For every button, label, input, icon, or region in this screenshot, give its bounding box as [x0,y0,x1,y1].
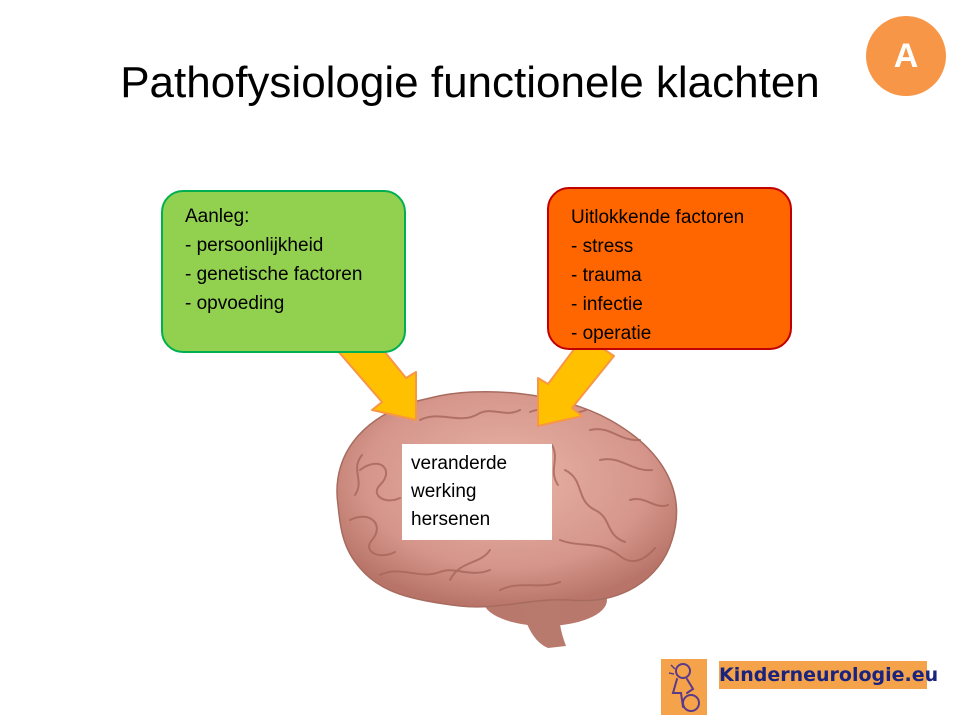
altered-brain-function-line: veranderde [411,453,508,474]
altered-brain-function-line: hersenen [411,509,491,530]
triggering-factors-box: Uitlokkende factoren - stress - trauma -… [547,187,792,350]
kinderneurologie-logo-text[interactable]: Kinderneurologie.eu [719,661,938,689]
triggering-factors-item: - stress [571,236,634,257]
predisposition-box: Aanleg: - persoonlijkheid - genetische f… [161,190,406,353]
predisposition-item: - opvoeding [185,293,285,314]
altered-brain-function-line: werking [411,481,477,502]
slide-badge: A [866,16,946,96]
predisposition-item: - persoonlijkheid [185,235,324,256]
predisposition-item: - genetische factoren [185,264,363,285]
triggering-factors-item: - operatie [571,323,652,344]
kinderneurologie-logo-figure-icon [661,659,707,715]
triggering-factors-item: - infectie [571,294,643,315]
triggering-factors-heading: Uitlokkende factoren [571,207,745,228]
predisposition-heading: Aanleg: [185,206,250,227]
slide-title: Pathofysiologie functionele klachten [120,58,820,107]
triggering-factors-item: - trauma [571,265,642,286]
altered-brain-function-label: veranderde werking hersenen [402,444,552,540]
